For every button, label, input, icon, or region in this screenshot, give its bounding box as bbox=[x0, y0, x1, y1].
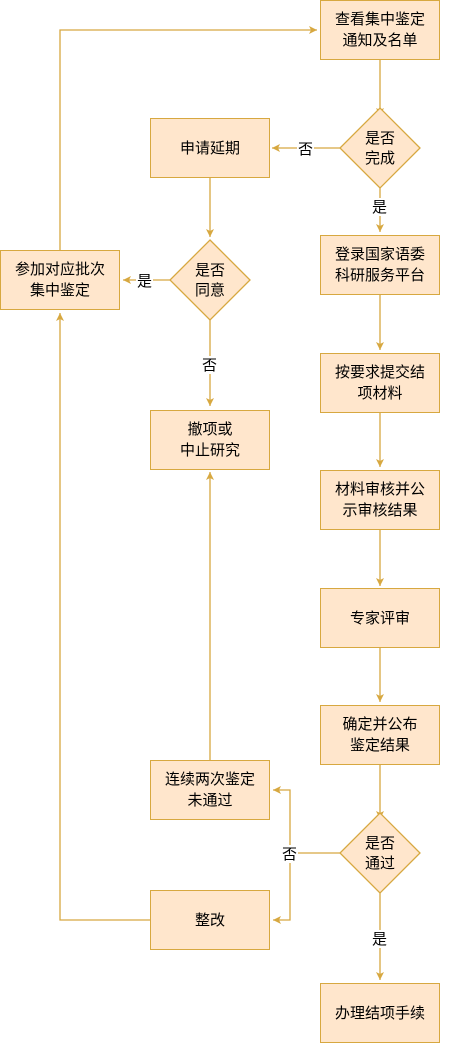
box-finish: 办理结项手续 bbox=[320, 983, 440, 1043]
box-view-notice: 查看集中鉴定 通知及名单 bbox=[320, 0, 440, 60]
box-rectify: 整改 bbox=[150, 890, 270, 950]
decision-done-shape bbox=[339, 107, 421, 189]
edge-label-pass-yes: 是 bbox=[371, 930, 389, 948]
box-fail-twice: 连续两次鉴定 未通过 bbox=[150, 760, 270, 820]
box-withdraw: 撤项或 中止研究 bbox=[150, 410, 270, 470]
box-submit: 按要求提交结 项材料 bbox=[320, 353, 440, 413]
box-apply-delay: 申请延期 bbox=[150, 118, 270, 178]
connector-join-to-view bbox=[59, 26, 317, 250]
decision-pass-text: 是否 通过 bbox=[364, 834, 395, 872]
connector-rectify-to-join bbox=[56, 313, 150, 921]
decision-pass-shape bbox=[339, 812, 421, 894]
connector-pass-no-to-fail bbox=[273, 786, 340, 854]
edge-label-done-no: 否 bbox=[297, 140, 315, 158]
decision-agree-shape bbox=[169, 239, 251, 321]
box-login: 登录国家语委 科研服务平台 bbox=[320, 235, 440, 295]
edge-label-done-yes: 是 bbox=[371, 198, 389, 216]
box-confirm: 确定并公布 鉴定结果 bbox=[320, 705, 440, 765]
box-join-batch: 参加对应批次 集中鉴定 bbox=[0, 250, 120, 310]
edge-label-agree-yes: 是 bbox=[136, 272, 154, 290]
box-expert: 专家评审 bbox=[320, 588, 440, 648]
decision-done-text: 是否 完成 bbox=[364, 129, 395, 167]
edge-label-pass-no: 否 bbox=[281, 845, 299, 863]
edge-label-agree-no: 否 bbox=[201, 356, 219, 374]
decision-agree-text: 是否 同意 bbox=[194, 261, 225, 299]
connector-pass-no-to-rectify bbox=[273, 853, 291, 924]
box-review-publish: 材料审核并公 示审核结果 bbox=[320, 470, 440, 530]
